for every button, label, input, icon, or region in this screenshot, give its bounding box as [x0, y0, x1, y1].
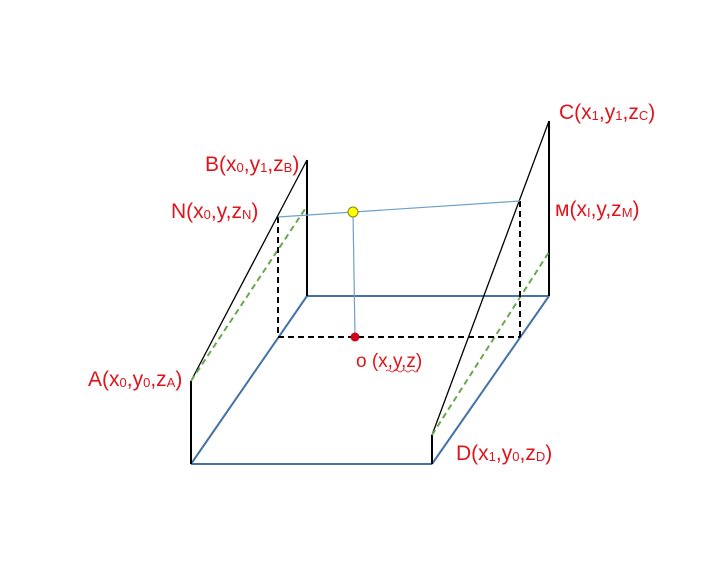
base-edge-left — [190, 295, 308, 465]
label-D: D(x1,y0,zD) — [456, 442, 552, 465]
top-edges — [190, 120, 550, 436]
line-top-to-O — [352, 211, 356, 338]
green-dashed-left — [190, 205, 308, 382]
label-N: N(x0,y,zN) — [171, 200, 258, 223]
base-parallelogram — [190, 295, 550, 465]
label-A: A(x0,y0,zA) — [88, 368, 182, 391]
line-N-M — [277, 200, 521, 218]
green-dashed-right — [431, 251, 550, 436]
section-dashed-lines — [277, 201, 521, 338]
vertical-posts — [190, 121, 550, 464]
label-O: o (x,y,z) — [356, 351, 422, 372]
base-edge-right — [431, 295, 550, 465]
label-B: B(x0,y1,zB) — [205, 153, 299, 176]
green-dashed-lines — [190, 205, 550, 436]
label-C: C(x1,y1,zC) — [559, 101, 655, 124]
edge-A-B — [190, 159, 308, 382]
spellcheck-underline — [385, 369, 419, 373]
interpolation-lines — [277, 200, 521, 338]
point-O — [350, 332, 360, 342]
label-M: м(xI,y,zM) — [555, 198, 640, 221]
edge-D-C — [431, 120, 550, 436]
point-interpolated-top — [347, 206, 359, 218]
